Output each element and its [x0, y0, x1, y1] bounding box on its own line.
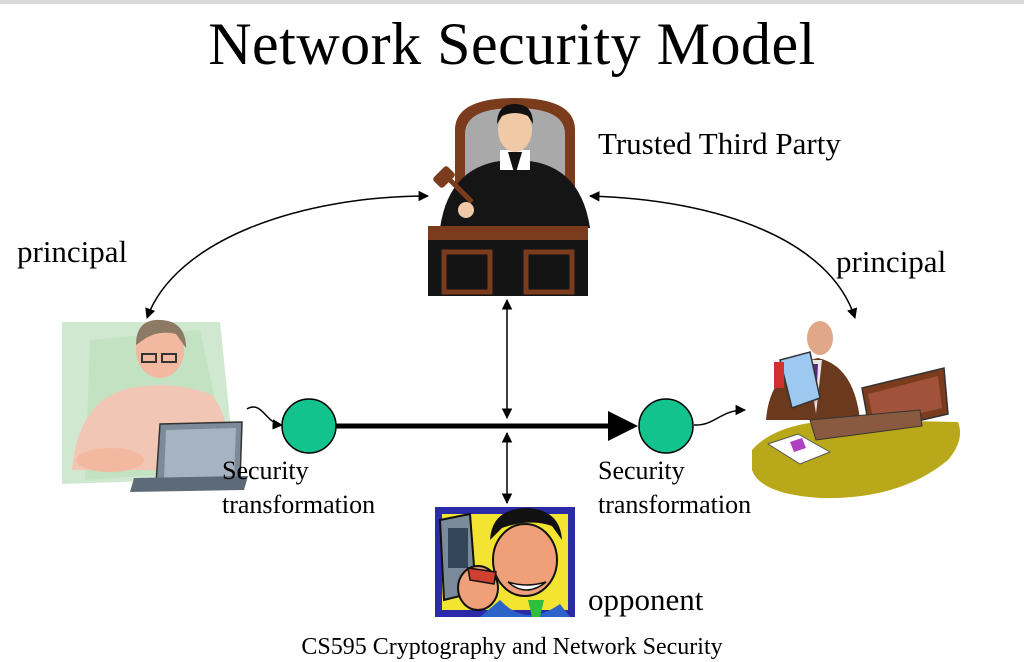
person-at-computer-icon [62, 319, 248, 492]
security-transformation-right-node [638, 398, 694, 454]
trusted-third-party-label: Trusted Third Party [598, 126, 841, 161]
principal-right-label: principal [836, 244, 947, 279]
network-security-diagram [62, 98, 961, 617]
arc-left-arrow [145, 190, 430, 319]
security-transformation-right-label-line1: Security [598, 456, 685, 485]
businessman-at-laptop-icon [752, 321, 961, 499]
page-title: Network Security Model [208, 11, 816, 77]
security-transformation-left-node [281, 398, 337, 454]
security-transformation-right-label-line2: transformation [598, 490, 752, 519]
transform-to-receiver-arrow [693, 404, 747, 426]
security-transformation-left-label-line2: transformation [222, 490, 376, 519]
sender-to-transform-arrow [246, 406, 284, 430]
opponent-label: opponent [588, 582, 704, 617]
top-border [0, 0, 1024, 4]
principal-left-label: principal [17, 234, 128, 269]
security-transformation-left-label-line1: Security [222, 456, 309, 485]
angry-man-icon [435, 507, 575, 617]
footer-caption: CS595 Cryptography and Network Security [301, 634, 723, 660]
judge-icon [428, 98, 590, 296]
arc-right-arrow [588, 191, 858, 319]
